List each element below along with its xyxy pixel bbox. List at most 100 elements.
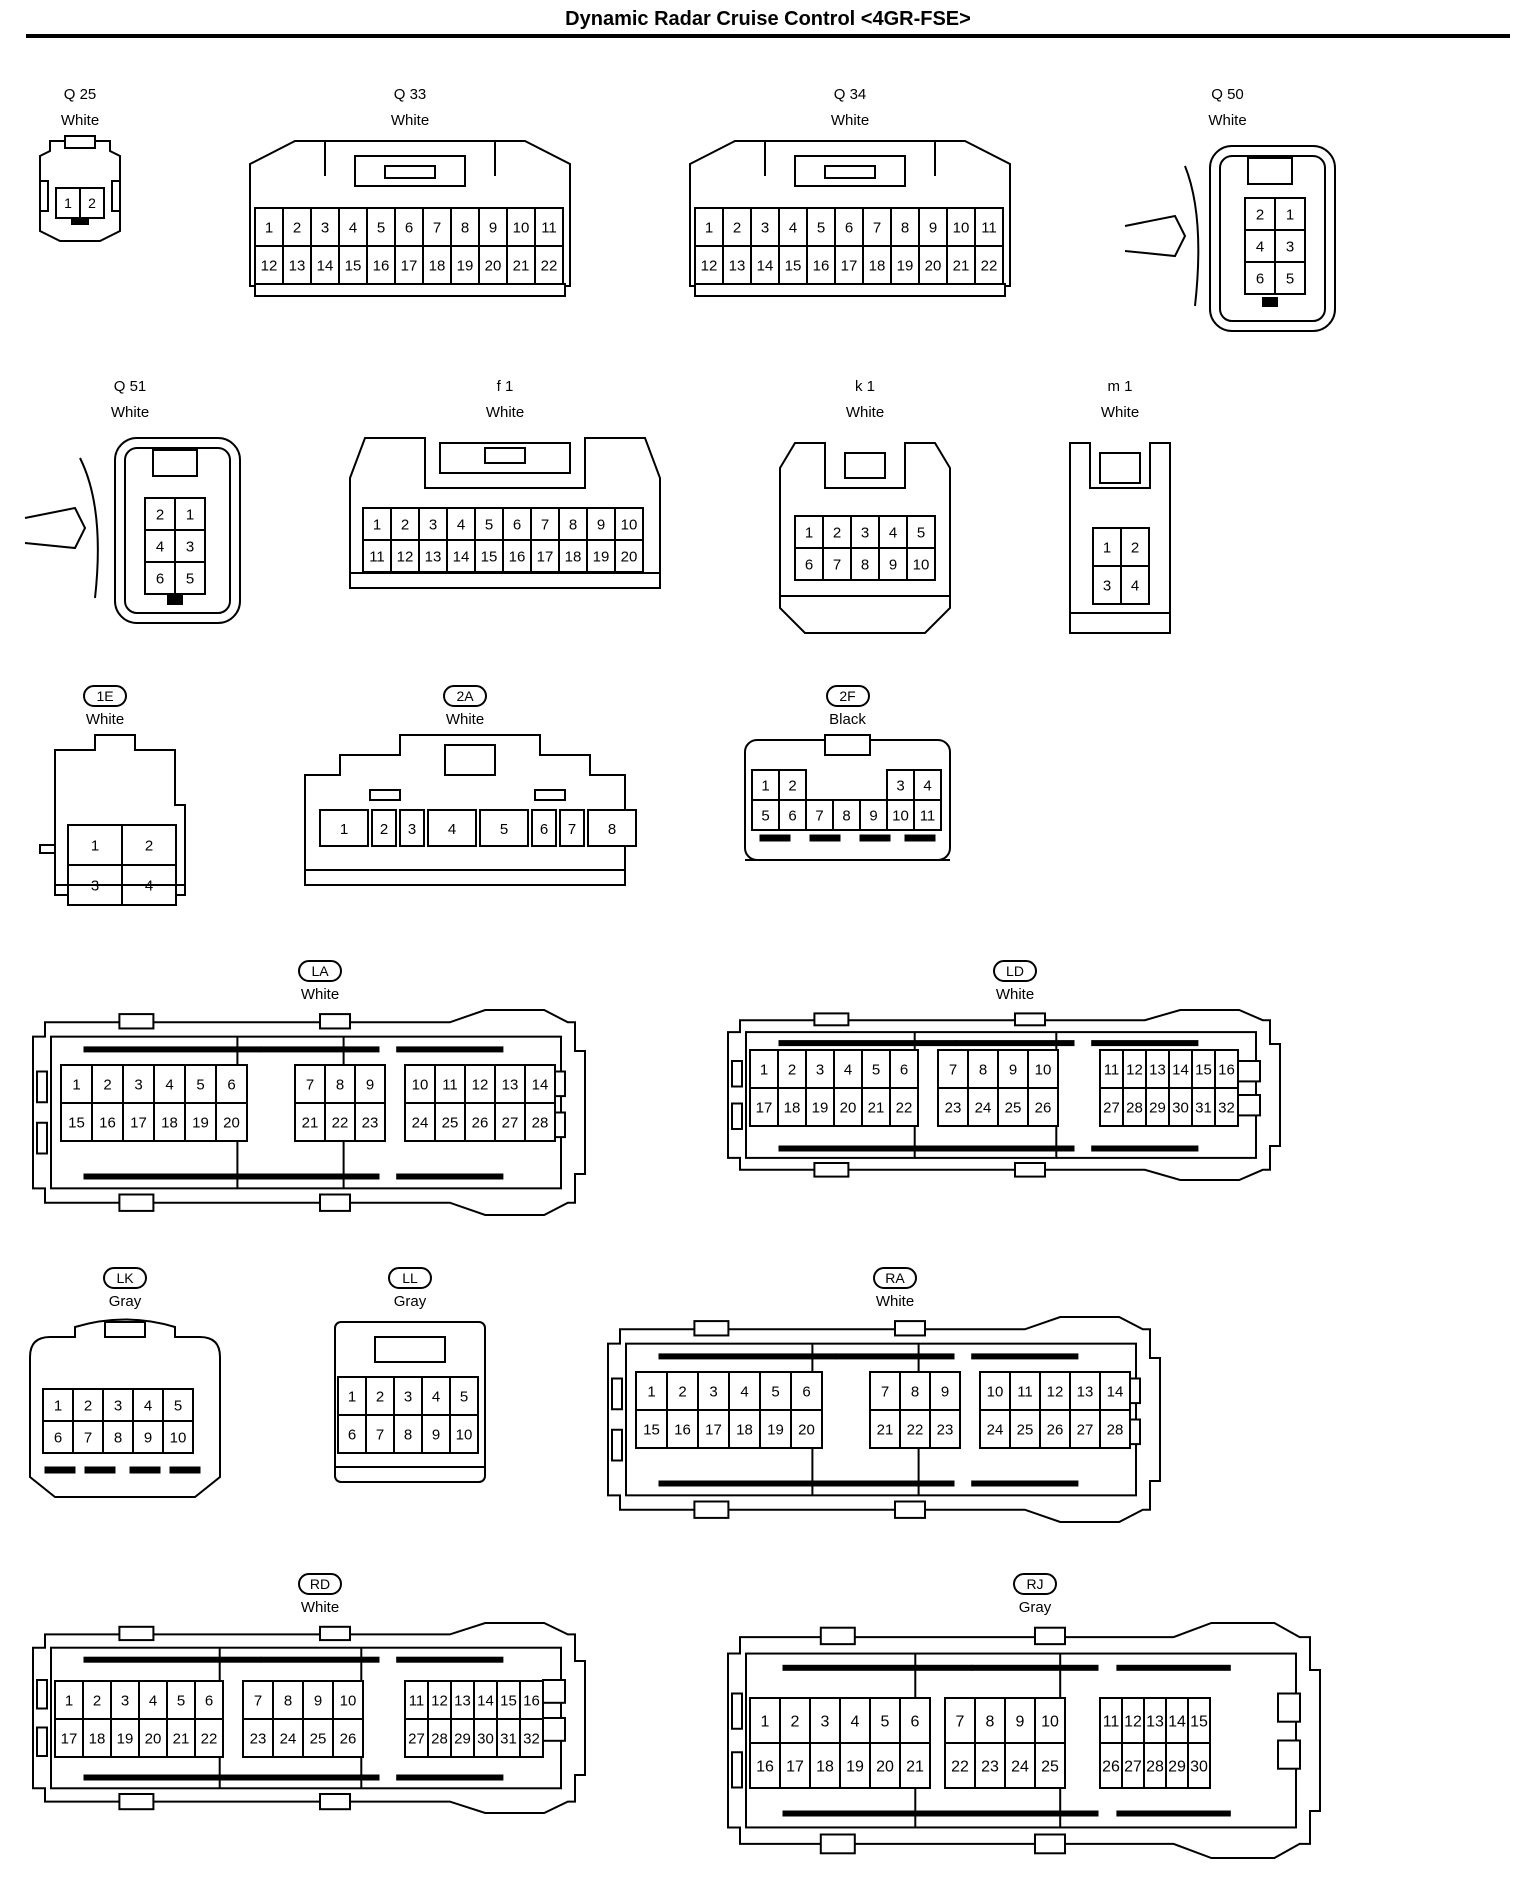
- connector-id: Q 50: [1211, 86, 1244, 103]
- pin-number: 4: [144, 1397, 152, 1414]
- pin-cell: 6: [899, 1697, 931, 1744]
- connector-id-badge: LL: [388, 1267, 432, 1289]
- pin-cell: 2: [144, 497, 176, 531]
- connector-color: White: [485, 404, 525, 421]
- pin-cell: 22: [194, 1718, 224, 1758]
- pin-number: 20: [840, 1099, 857, 1116]
- pin-number: 15: [1195, 1061, 1212, 1078]
- pin-cell: 5: [184, 1064, 217, 1104]
- pin-cell: 7: [805, 799, 834, 831]
- pin-cell: 5: [479, 809, 529, 847]
- pin-cell: 23: [354, 1102, 386, 1142]
- pin-number: 8: [569, 516, 577, 533]
- connector-id-badge: RA: [873, 1267, 917, 1289]
- pin-cell: 21: [869, 1409, 901, 1449]
- pin-number: 8: [861, 556, 869, 573]
- pin-cell: 2: [72, 1388, 104, 1422]
- pin-number: 9: [929, 219, 937, 236]
- pin-cell: 21: [294, 1102, 326, 1142]
- pin-number: 24: [975, 1099, 992, 1116]
- pin-cell: 24: [979, 1409, 1011, 1449]
- pin-cell: 3: [750, 207, 780, 247]
- pin-number: 11: [920, 807, 936, 824]
- pin-cell: 9: [132, 1420, 164, 1454]
- pin-number: 5: [817, 219, 825, 236]
- pin-cell: 1: [67, 824, 123, 866]
- pin-number: 9: [941, 1383, 949, 1400]
- pin-cell: 10: [614, 507, 644, 541]
- pin-cell: 22: [889, 1087, 919, 1127]
- pin-number: 24: [987, 1421, 1004, 1438]
- pin-cell: 12: [1122, 1049, 1147, 1089]
- pin-number: 6: [227, 1076, 235, 1093]
- pin-number: 20: [223, 1114, 240, 1131]
- pin-cell: 13: [722, 245, 752, 285]
- pin-cell: 22: [324, 1102, 356, 1142]
- pin-number: 9: [432, 1426, 440, 1443]
- pin-number: 1: [72, 1076, 80, 1093]
- pin-cell: 11: [434, 1064, 466, 1104]
- pin-number: 16: [373, 257, 390, 274]
- pin-cell: 3: [1092, 565, 1122, 605]
- pin-cell: 1: [794, 515, 824, 549]
- pin-cell: 28: [1143, 1742, 1167, 1789]
- pin-number: 22: [981, 257, 998, 274]
- pin-number: 15: [345, 257, 362, 274]
- pin-cell: 9: [997, 1049, 1029, 1089]
- pin-number: 4: [432, 1388, 440, 1405]
- pin-number: 4: [156, 538, 164, 555]
- pin-number: 5: [771, 1383, 779, 1400]
- pin-number: 17: [537, 548, 554, 565]
- pin-cell: 1: [749, 1697, 781, 1744]
- pin-cell: 10: [506, 207, 536, 247]
- pin-number: 3: [121, 1692, 129, 1709]
- pin-number: 2: [84, 1397, 92, 1414]
- pin-cell: 1: [254, 207, 284, 247]
- pin-number: 6: [805, 556, 813, 573]
- pin-cell: 28: [427, 1718, 452, 1758]
- pin-cell: 10: [906, 547, 936, 581]
- pin-number: 10: [953, 219, 970, 236]
- pin-number: 13: [289, 257, 306, 274]
- pin-number: 6: [513, 516, 521, 533]
- pin-number: 5: [174, 1397, 182, 1414]
- pin-number: 26: [472, 1114, 489, 1131]
- pin-number: 26: [1035, 1099, 1052, 1116]
- pin-number: 6: [802, 1383, 810, 1400]
- connector-color: Gray: [108, 1293, 142, 1310]
- connector-color: White: [1208, 112, 1247, 129]
- pin-cell: 15: [1191, 1049, 1216, 1089]
- pin-cell: 18: [777, 1087, 807, 1127]
- pin-number: 31: [1195, 1099, 1212, 1116]
- pin-cell: 5: [174, 561, 206, 595]
- pin-number: 21: [877, 1421, 894, 1438]
- pin-number: 17: [756, 1099, 773, 1116]
- pin-cell: 14: [1168, 1049, 1193, 1089]
- pin-number: 4: [844, 1061, 852, 1078]
- pin-number: 9: [314, 1692, 322, 1709]
- pin-cell: 1: [55, 187, 81, 219]
- pin-cell: 5: [906, 515, 936, 549]
- connector-id-badge: 1E: [83, 685, 127, 707]
- pin-number: 18: [565, 548, 582, 565]
- pin-number: 19: [846, 1758, 864, 1775]
- pin-number: 23: [937, 1421, 954, 1438]
- connector-id-badge: LK: [103, 1267, 147, 1289]
- pin-cell: 3: [418, 507, 448, 541]
- pin-cell: 17: [749, 1087, 779, 1127]
- connector-color: White: [85, 711, 125, 728]
- pin-cell: 23: [974, 1742, 1006, 1789]
- pin-number: 29: [1168, 1758, 1186, 1775]
- pin-number: 7: [881, 1383, 889, 1400]
- pin-cell: 2: [1244, 197, 1276, 231]
- pin-cell: 2: [390, 507, 420, 541]
- pin-number: 1: [265, 219, 273, 236]
